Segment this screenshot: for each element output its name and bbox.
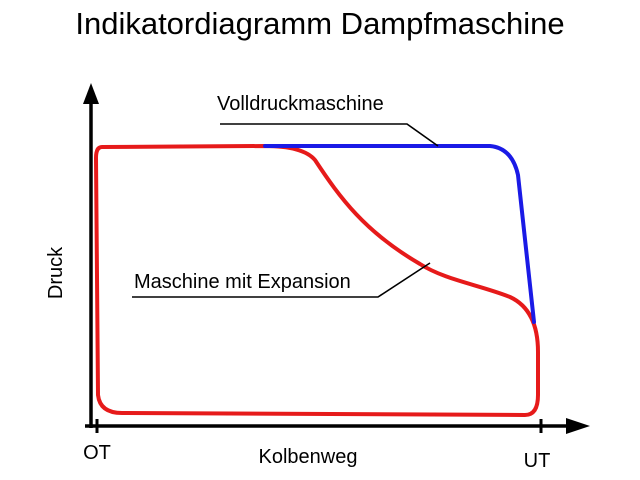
y-axis-label: Druck (45, 246, 67, 299)
full-pressure-leader-line (220, 123, 439, 147)
x-start-label-ot: OT (83, 442, 111, 464)
x-end-label-ut: UT (524, 450, 551, 472)
expansion-curve (94, 144, 540, 417)
y-axis-arrowhead (83, 83, 99, 104)
x-axis-label: Kolbenweg (259, 446, 358, 468)
expansion-leader-line (132, 262, 431, 298)
full-pressure-curve (263, 144, 536, 324)
diagram-title: Indikatordiagramm Dampfmaschine (75, 6, 565, 41)
full-pressure-label: Volldruckmaschine (217, 93, 384, 115)
x-axis-arrowhead (566, 418, 590, 434)
axes (83, 83, 590, 434)
expansion-label: Maschine mit Expansion (134, 271, 351, 293)
